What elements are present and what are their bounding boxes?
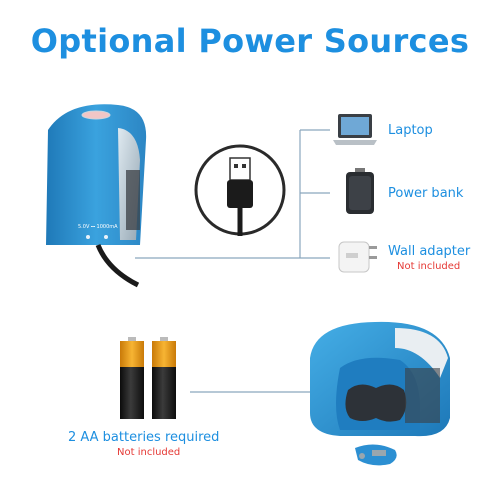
wall-adapter-icon [338,241,377,273]
page-title: Optional Power Sources [30,22,470,60]
laptop-label: Laptop [388,123,433,138]
device-spec-label: 5.0V ⎓ 1000mA [78,224,118,230]
wall-adapter-note: Not included [397,261,461,272]
sharpener-device-underside [310,321,450,466]
wall-adapter-label: Wall adapter [388,244,471,259]
usb-plug-icon [194,144,286,236]
power-bank-label: Power bank [388,186,464,201]
batteries-label: 2 AA batteries required [68,430,220,445]
sharpener-cable [95,244,140,288]
batteries-note: Not included [117,447,181,458]
sharpener-device-front: 5.0V ⎓ 1000mA [46,104,147,288]
aa-batteries-icon [120,337,176,419]
power-bank-icon [346,168,374,214]
laptop-icon [333,114,377,145]
